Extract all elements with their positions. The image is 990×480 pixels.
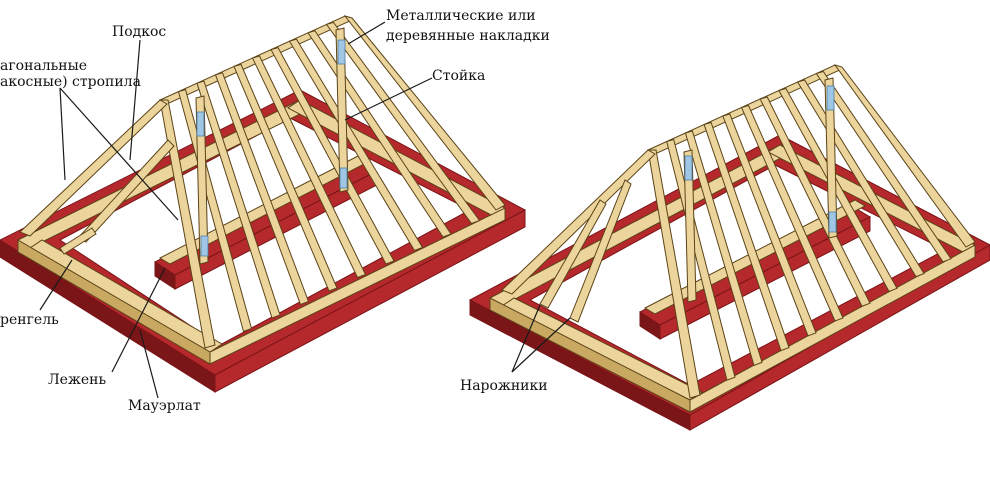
label-metal-plates-line1: Металлические или xyxy=(386,8,536,24)
left-plate-3 xyxy=(337,39,346,65)
left-rafter-4 xyxy=(233,63,338,292)
label-diagonal-rafters-line2: акосные) стропила xyxy=(0,74,141,90)
right-hip-roof xyxy=(468,64,990,431)
left-plate-1 xyxy=(196,111,205,137)
label-mauerlat: Мауэрлат xyxy=(128,398,201,414)
left-rafter-3 xyxy=(214,72,310,306)
left-plate-2 xyxy=(200,235,209,257)
left-rafter-9 xyxy=(325,21,481,225)
left-end-rafter xyxy=(19,99,168,237)
leader-lines xyxy=(39,21,571,399)
right-post-2 xyxy=(824,77,838,239)
right-jack-rafter-2 xyxy=(569,179,632,323)
left-rafter-1 xyxy=(177,88,253,333)
right-rafter-3 xyxy=(703,121,790,352)
label-stoyka: Стойка xyxy=(432,68,486,84)
right-end-rafter xyxy=(501,149,656,295)
left-post-2 xyxy=(335,27,349,193)
right-rafter-2 xyxy=(684,130,763,367)
right-plate-3 xyxy=(828,211,837,233)
right-hip-rafter-front xyxy=(647,149,701,399)
left-rafter-6 xyxy=(270,47,395,265)
left-rafter-7 xyxy=(288,38,424,252)
left-rafter-5 xyxy=(251,55,367,279)
left-plate-4 xyxy=(339,167,348,189)
right-rafter-6 xyxy=(759,96,871,307)
right-rafter-1 xyxy=(666,138,736,381)
right-rafter-5 xyxy=(740,104,844,322)
left-post-1 xyxy=(195,95,209,265)
label-podkos: Подкос xyxy=(112,24,167,40)
left-hip-rafter-front xyxy=(159,99,216,349)
right-hip-rafter-back xyxy=(833,64,976,248)
label-metal-plates-line2: деревянные накладки xyxy=(386,28,550,44)
label-diagonal-rafters-line1: агональные xyxy=(0,58,88,74)
left-rafter-2 xyxy=(196,80,281,319)
right-rafter-7 xyxy=(778,87,898,293)
left-hip-roof xyxy=(0,15,527,393)
right-post-1 xyxy=(683,149,697,303)
right-rafter-4 xyxy=(722,113,817,337)
right-jack-rafter-1 xyxy=(539,199,607,309)
right-plate-2 xyxy=(826,85,835,111)
label-lezhen: Лежень xyxy=(48,372,107,388)
left-hip-rafter-back xyxy=(343,15,506,211)
right-rafter-9 xyxy=(815,70,952,263)
right-plate-1 xyxy=(684,155,693,181)
left-shprengel xyxy=(59,227,97,255)
label-shprengel: ренгель xyxy=(0,312,59,328)
label-narozhniki: Нарожники xyxy=(460,378,548,394)
